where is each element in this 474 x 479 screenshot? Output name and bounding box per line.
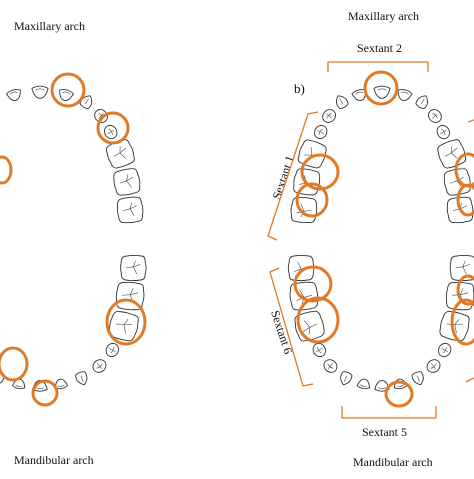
sextant-5-bracket <box>341 406 437 419</box>
left-mandibular-label: Mandibular arch <box>14 453 94 467</box>
sextant-2-label: Sextant 2 <box>357 41 402 55</box>
premolar-tooth-icon <box>438 342 452 358</box>
sextant-3-bracket-edge <box>467 119 474 123</box>
premolar-tooth-icon <box>94 109 108 123</box>
incisor-tooth-icon <box>374 379 390 392</box>
canine-tooth-icon <box>75 371 88 386</box>
sextant-5-label: Sextant 5 <box>362 425 407 439</box>
highlight-ring <box>0 346 29 382</box>
premolar-tooth-icon <box>428 109 442 123</box>
molar-tooth-icon <box>106 139 135 169</box>
highlight-ring <box>456 274 474 306</box>
incisor-tooth-icon <box>59 89 75 102</box>
molar-tooth-icon <box>113 168 141 196</box>
canine-tooth-icon <box>415 95 428 110</box>
premolar-tooth-icon <box>314 124 328 140</box>
premolar-tooth-icon <box>105 342 119 358</box>
canine-tooth-icon <box>411 371 424 386</box>
canine-tooth-icon <box>79 95 93 110</box>
premolar-tooth-icon <box>322 109 336 123</box>
canine-tooth-icon <box>340 371 353 386</box>
incisor-tooth-icon <box>373 85 391 99</box>
premolar-tooth-icon <box>426 359 441 373</box>
molar-tooth-icon <box>290 196 318 224</box>
incisor-tooth-icon <box>31 85 49 99</box>
sextant-6-bracket <box>269 267 314 387</box>
highlight-ring <box>96 111 130 145</box>
highlight-ring <box>300 153 340 191</box>
highlight-ring <box>295 182 329 218</box>
sextant-6-label: Sextant 6 <box>268 309 295 356</box>
molar-tooth-icon <box>120 254 147 282</box>
molar-tooth-icon <box>439 310 470 342</box>
right-mandibular-label: Mandibular arch <box>353 455 433 469</box>
right-maxillary-label: Maxillary arch <box>348 9 419 23</box>
premolar-tooth-icon <box>323 359 338 373</box>
incisor-tooth-icon <box>54 378 69 390</box>
molar-tooth-icon <box>449 254 474 282</box>
highlight-ring <box>31 379 59 407</box>
premolar-tooth-icon <box>436 124 450 140</box>
panel-b-label: b) <box>294 81 305 96</box>
premolar-tooth-icon <box>104 124 118 140</box>
left-maxillary-label: Maxillary arch <box>14 19 85 33</box>
incisor-tooth-icon <box>5 89 21 102</box>
sextant-1-bracket <box>267 111 319 241</box>
canine-tooth-icon <box>336 95 349 110</box>
highlight-ring <box>293 265 333 303</box>
molar-tooth-icon <box>116 196 144 224</box>
highlight-ring <box>296 296 340 344</box>
premolar-tooth-icon <box>312 342 326 358</box>
incisor-tooth-icon <box>397 89 413 102</box>
highlight-ring <box>456 183 474 217</box>
sextant-2-bracket <box>327 61 429 72</box>
premolar-tooth-icon <box>92 359 107 373</box>
highlight-ring <box>105 298 147 346</box>
highlight-ring <box>450 298 474 346</box>
highlight-ring <box>50 72 86 108</box>
incisor-tooth-icon <box>356 378 371 390</box>
highlight-ring <box>384 380 414 408</box>
incisor-tooth-icon <box>351 89 367 102</box>
highlight-ring <box>363 70 399 106</box>
highlight-ring <box>0 155 13 185</box>
sextant-4-bracket-edge <box>465 377 474 383</box>
